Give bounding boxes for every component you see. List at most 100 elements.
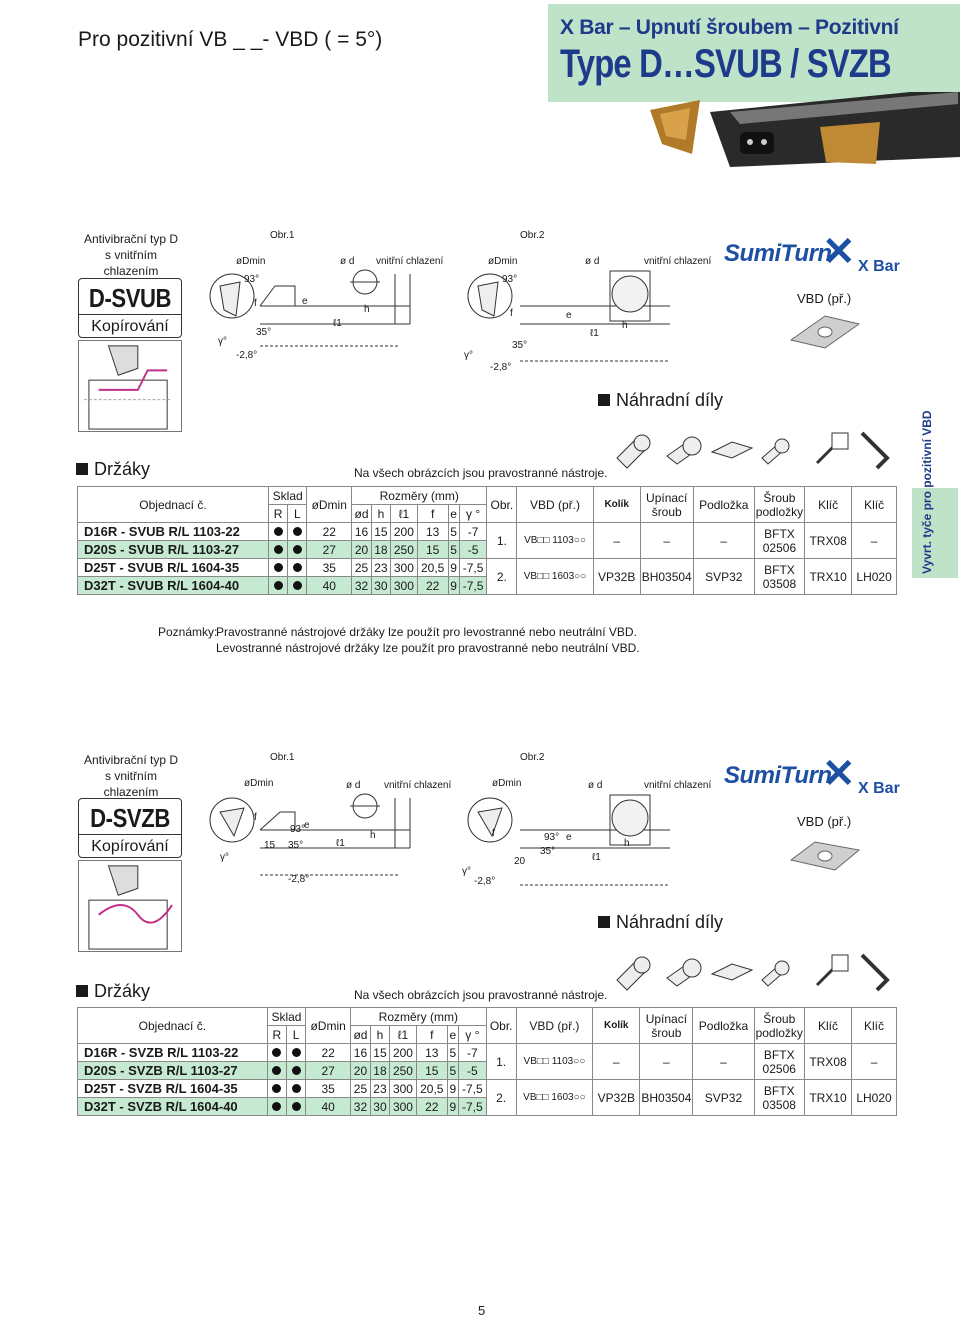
spare-parts-icons (616, 431, 890, 470)
sumiturn-logo-2: SumiTurn (724, 762, 832, 789)
col-klic2: Klíč (851, 486, 897, 523)
dmin-label-2: øDmin (488, 256, 518, 267)
d-label-2: ø d (585, 256, 600, 267)
angle-35-4: 35° (540, 846, 556, 857)
copying-inset-drawing (78, 340, 182, 432)
col-klic1: Klíč (804, 486, 853, 523)
gamma-angle-3: γ° (220, 852, 229, 863)
col-obr: Obr. (486, 486, 518, 523)
h-dim-4: h (624, 838, 630, 849)
figure1-label-2: Obr.1 (270, 752, 295, 763)
h-dim-2: h (622, 320, 628, 331)
right-hand-note: Na všech obrázcích jsou pravostranné nás… (354, 466, 608, 480)
product-code: D-SVUB (88, 283, 172, 313)
angle-minus-2-8-2: -2,8° (490, 362, 512, 373)
remark-1: Pravostranné nástrojové držáky lze použí… (216, 625, 637, 639)
f-dim-4: f (492, 828, 495, 839)
e-dim-4: e (566, 832, 572, 843)
angle-93-2: 93° (502, 274, 518, 285)
antivibration-label: Antivibrační typ D s vnitřním chlazením (83, 232, 179, 278)
spare-parts-heading-2: Náhradní díly (598, 912, 723, 933)
x-logo-icon: ✕ (822, 230, 856, 274)
h-dim: h (364, 304, 370, 315)
col-sroub: Šroub podložky (753, 486, 806, 523)
product-code-box: D-SVUB Kopírování (78, 278, 182, 338)
x-logo-icon-2: ✕ (822, 752, 856, 796)
dim-20: 20 (514, 856, 526, 867)
angle-93-4: 93° (544, 832, 560, 843)
l1-dim-3: ℓ1 (336, 838, 345, 849)
holders-table-1: Objednací č. Sklad øDmin Rozměry (mm) Ob… (77, 486, 897, 595)
spare-parts-heading: Náhradní díly (598, 390, 723, 411)
remark-label: Poznámky: (158, 625, 218, 639)
banner-title: Type D…SVUB / SVZB (560, 42, 892, 86)
antivibration-label-2: Antivibrační typ D s vnitřním chlazením (83, 753, 179, 799)
angle-35-2: 35° (512, 340, 528, 351)
col-stock: Sklad (267, 486, 308, 505)
d-label-4: ø d (588, 780, 603, 791)
coolant-label-3: vnitřní chlazení (384, 780, 452, 791)
technical-drawing-2 (209, 793, 670, 886)
page-number: 5 (478, 1303, 486, 1318)
d-label: ø d (340, 256, 355, 267)
col-kolik: Kolík (592, 486, 641, 523)
operation-kind-2: Kopírování (79, 834, 181, 859)
angle-35-3: 35° (288, 840, 304, 851)
insert-example-label-2: VBD (př.) (797, 814, 852, 829)
l1-dim-2: ℓ1 (590, 328, 599, 339)
angle-93: 93° (244, 274, 260, 285)
holders-heading: Držáky (76, 459, 150, 480)
right-hand-note-2: Na všech obrázcích jsou pravostranné nás… (354, 988, 608, 1002)
holders-heading-2: Držáky (76, 981, 150, 1002)
f-dim-3: f (254, 812, 257, 823)
col-dmin: øDmin (306, 486, 353, 523)
operation-kind: Kopírování (79, 314, 181, 339)
e-dim-3: e (304, 820, 310, 831)
xbar-logo-text-2: X Bar (858, 780, 900, 797)
spare-parts-icons-2 (616, 953, 890, 992)
dmin-label-4: øDmin (492, 778, 522, 789)
product-code-2: D-SVZB (90, 803, 170, 833)
gamma-angle: γ° (218, 336, 227, 347)
xbar-logo-text: X Bar (858, 258, 900, 275)
dmin-label-3: øDmin (244, 778, 274, 789)
f-dim: f (254, 298, 257, 309)
figure2-label: Obr.2 (520, 230, 545, 241)
copying-inset-drawing-2 (78, 860, 182, 952)
coolant-label-4: vnitřní chlazení (644, 780, 712, 791)
col-upinaci: Upínací šroub (639, 486, 694, 523)
figure2-label-2: Obr.2 (520, 752, 545, 763)
e-dim-2: e (566, 310, 572, 321)
technical-drawing-1 (209, 269, 670, 362)
product-photo (650, 92, 960, 167)
l1-dim-4: ℓ1 (592, 852, 601, 863)
dim-15: 15 (264, 840, 276, 851)
angle-minus-2-8: -2,8° (236, 350, 258, 361)
gamma-angle-4: γ° (462, 866, 471, 877)
h-dim-3: h (370, 830, 376, 841)
dmin-label: øDmin (236, 256, 266, 267)
insert-example-label: VBD (př.) (797, 291, 852, 306)
e-dim: e (302, 296, 308, 307)
coolant-label: vnitřní chlazení (376, 256, 444, 267)
holders-table-2: Objednací č. Sklad øDmin Rozměry (mm) Ob… (77, 1007, 897, 1116)
figure1-label: Obr.1 (270, 230, 295, 241)
l1-dim: ℓ1 (333, 318, 342, 329)
banner-subtitle: X Bar – Upnutí šroubem – Pozitivní (560, 16, 899, 39)
title-banner: X Bar – Upnutí šroubem – Pozitivní Type … (548, 4, 960, 102)
angle-93-3: 93° (290, 824, 306, 835)
d-label-3: ø d (346, 780, 361, 791)
angle-35: 35° (256, 327, 272, 338)
col-order: Objednací č. (77, 486, 269, 523)
insert-icon (789, 315, 861, 349)
angle-minus-2-8-4: -2,8° (474, 876, 496, 887)
col-vbd: VBD (př.) (516, 486, 594, 523)
insert-icon-2 (789, 841, 861, 871)
f-dim-2: f (510, 308, 513, 319)
gamma-angle-2: γ° (464, 350, 473, 361)
side-tab: Vyvrt. tyče pro pozitivní VBD (912, 410, 958, 578)
